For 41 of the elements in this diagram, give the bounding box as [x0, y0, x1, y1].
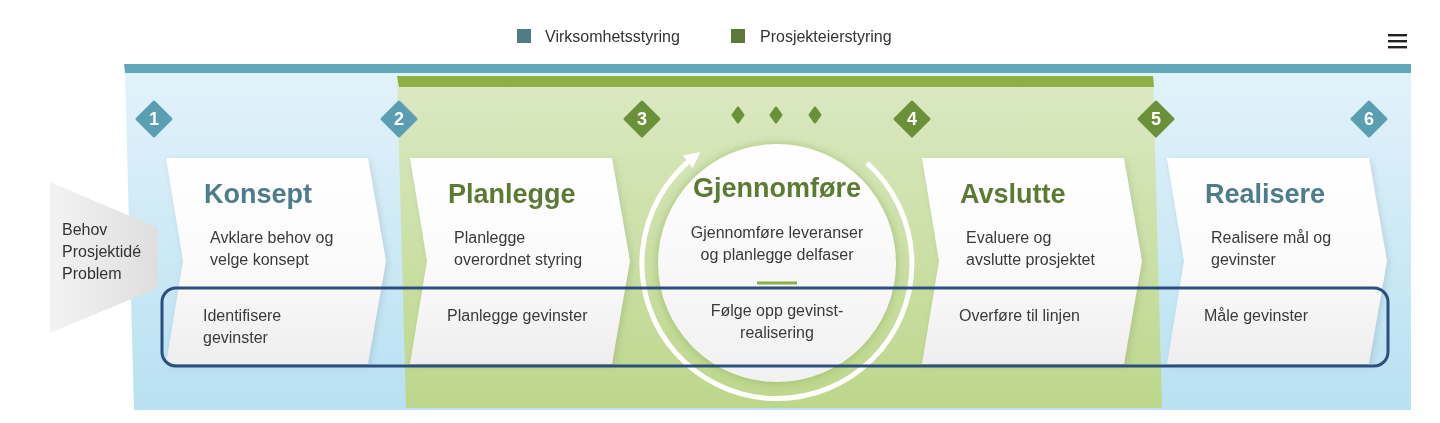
benefit-activity: Følge opp gevinst-realisering: [709, 301, 845, 343]
benefit-activity: Overføre til linjen: [959, 306, 1080, 326]
input-funnel: [50, 182, 158, 333]
decision-diamond: [380, 100, 418, 138]
decision-number: 2: [394, 109, 404, 129]
phase-title: Konsept: [204, 178, 312, 210]
phase-title: Realisere: [1205, 178, 1326, 210]
benefit-activity: Måle gevinster: [1204, 306, 1309, 326]
phase-description: Evaluere og avslutte prosjektet: [966, 228, 1096, 270]
phase-title: Planlegge: [448, 178, 576, 210]
decision-diamond: [135, 100, 173, 138]
phase-description: Gjennomføre leveranser og planlegge delfaser: [689, 223, 865, 265]
decision-number: 4: [907, 109, 917, 129]
phase-description: Avklare behov og velge konsept: [210, 228, 335, 270]
decision-diamond: [1350, 100, 1388, 138]
phase-title: Avslutte: [960, 178, 1066, 210]
legend-label: Prosjekteierstyring: [760, 27, 892, 47]
decision-number: 3: [637, 109, 647, 129]
input-item: Prosjektidé: [62, 242, 142, 262]
phase-chevron: [922, 158, 1144, 364]
decision-diamond: [893, 100, 931, 138]
decision-number: 5: [1151, 109, 1161, 129]
phase-title: Gjennomføre: [693, 172, 861, 204]
input-item: Problem: [62, 264, 122, 284]
milestone-diamond: [808, 106, 822, 124]
phase-description: Planlegge overordnet styring: [454, 228, 584, 270]
phase-description: Realisere mål og gevinster: [1211, 228, 1333, 270]
decision-diamond: [1137, 100, 1175, 138]
legend-label: Virksomhetsstyring: [545, 27, 680, 47]
input-item: Behov: [62, 220, 108, 240]
benefit-activity: Planlegge gevinster: [447, 306, 588, 326]
decision-number: 6: [1364, 109, 1374, 129]
milestone-diamond: [731, 106, 745, 124]
phase-chevron: [410, 158, 632, 364]
phase-chevron: [1167, 158, 1389, 364]
phase-chevron: [166, 158, 388, 364]
milestone-diamond: [769, 106, 783, 124]
decision-diamond: [623, 100, 661, 138]
phase-circle: [657, 143, 897, 383]
benefit-activity: Identifisere gevinster: [203, 306, 283, 348]
decision-number: 1: [149, 109, 159, 129]
